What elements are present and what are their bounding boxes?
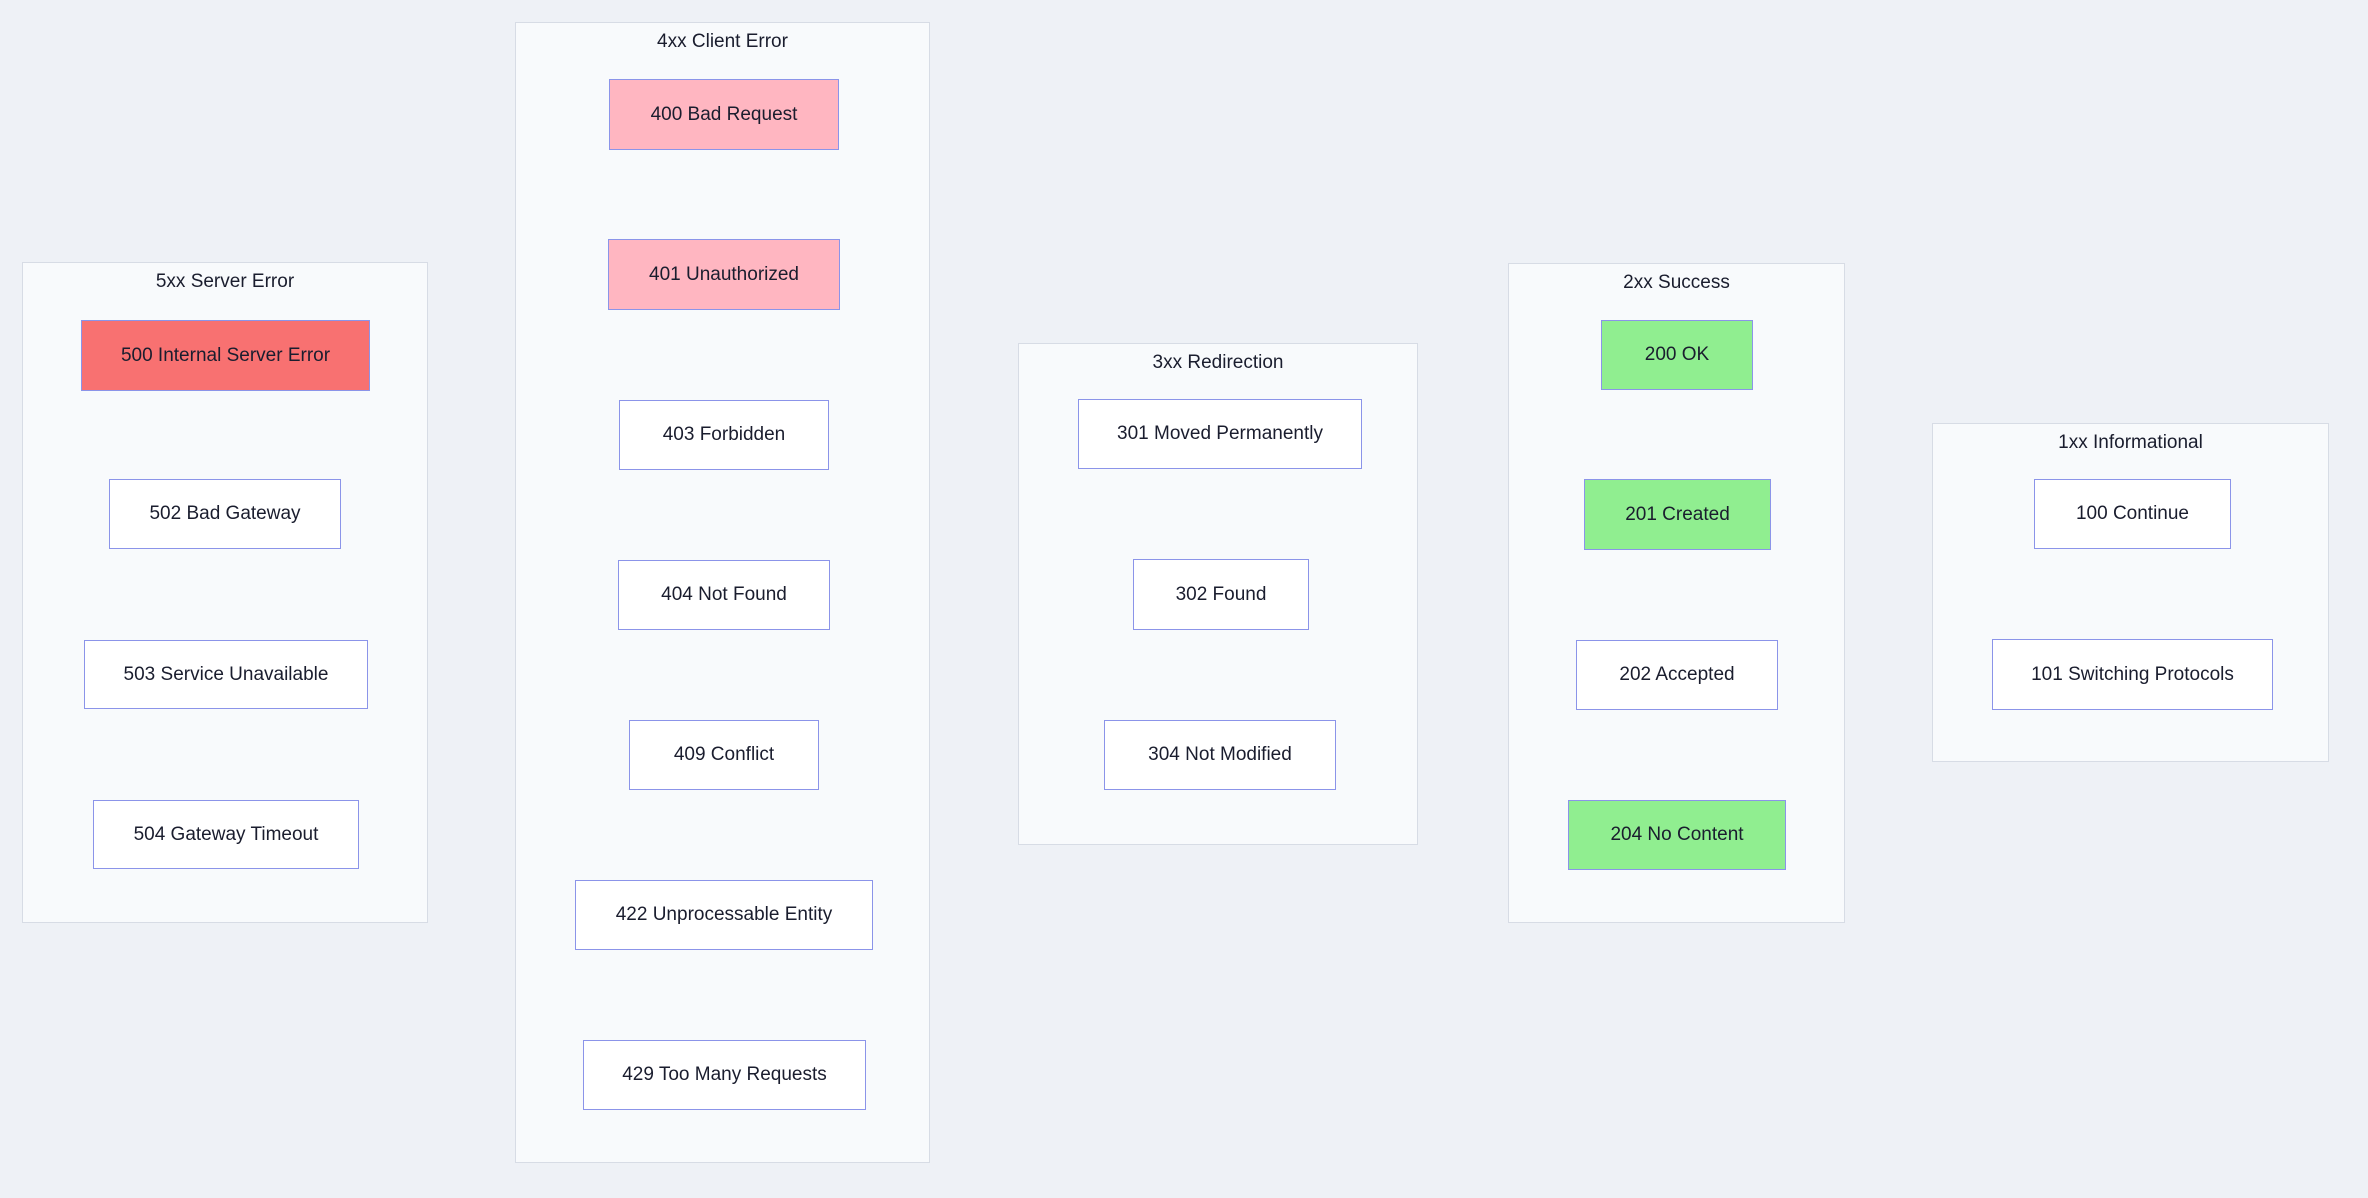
node-403-forbidden: 403 Forbidden [619, 400, 829, 470]
node-201-created: 201 Created [1584, 479, 1771, 550]
group-1xx-informational: 1xx Informational 100 Continue 101 Switc… [1932, 423, 2329, 762]
group-4xx-client-error: 4xx Client Error 400 Bad Request 401 Una… [515, 22, 930, 1163]
node-500-internal-server-error: 500 Internal Server Error [81, 320, 370, 391]
node-304-not-modified: 304 Not Modified [1104, 720, 1336, 790]
node-404-not-found: 404 Not Found [618, 560, 830, 630]
node-422-unprocessable-entity: 422 Unprocessable Entity [575, 880, 873, 950]
group-title-3xx: 3xx Redirection [1152, 352, 1284, 373]
node-502-bad-gateway: 502 Bad Gateway [109, 479, 341, 549]
node-409-conflict: 409 Conflict [629, 720, 819, 790]
node-301-moved-permanently: 301 Moved Permanently [1078, 399, 1362, 469]
group-title-5xx: 5xx Server Error [155, 271, 295, 292]
group-title-2xx: 2xx Success [1623, 272, 1730, 293]
node-200-ok: 200 OK [1601, 320, 1753, 390]
node-302-found: 302 Found [1133, 559, 1309, 630]
group-5xx-server-error: 5xx Server Error 500 Internal Server Err… [22, 262, 428, 923]
node-429-too-many-requests: 429 Too Many Requests [583, 1040, 866, 1110]
node-504-gateway-timeout: 504 Gateway Timeout [93, 800, 359, 869]
node-400-bad-request: 400 Bad Request [609, 79, 839, 150]
node-204-no-content: 204 No Content [1568, 800, 1786, 870]
node-100-continue: 100 Continue [2034, 479, 2231, 549]
group-title-1xx: 1xx Informational [2058, 432, 2203, 453]
group-2xx-success: 2xx Success 200 OK 201 Created 202 Accep… [1508, 263, 1845, 923]
node-401-unauthorized: 401 Unauthorized [608, 239, 840, 310]
group-3xx-redirection: 3xx Redirection 301 Moved Permanently 30… [1018, 343, 1418, 845]
node-202-accepted: 202 Accepted [1576, 640, 1778, 710]
node-101-switching-protocols: 101 Switching Protocols [1992, 639, 2273, 710]
node-503-service-unavailable: 503 Service Unavailable [84, 640, 368, 709]
group-title-4xx: 4xx Client Error [657, 31, 788, 52]
